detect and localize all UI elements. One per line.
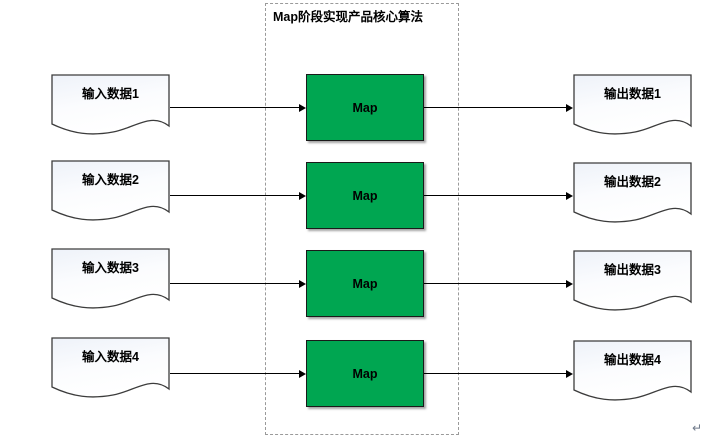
input-document-3[interactable]: 输入数据3 (51, 248, 170, 312)
arrow-head (566, 191, 573, 200)
input-document-2[interactable]: 输入数据2 (51, 160, 170, 224)
document-shape (51, 74, 170, 135)
arrow-head (566, 369, 573, 378)
output-document-3[interactable]: 输出数据3 (573, 250, 692, 314)
arrow-head (299, 191, 306, 200)
arrow-shaft (424, 283, 567, 285)
document-shape (51, 248, 170, 309)
arrow-input-1-to-map-1 (170, 103, 306, 112)
map-process-3[interactable]: Map (306, 250, 424, 317)
arrow-shaft (424, 107, 567, 109)
arrow-shaft (170, 195, 300, 197)
arrow-head (566, 103, 573, 112)
document-shape (573, 74, 692, 135)
output-document-4[interactable]: 输出数据4 (573, 340, 692, 404)
map-process-2-label: Map (352, 188, 378, 203)
document-shape (51, 160, 170, 221)
arrow-map-2-to-output-2 (424, 191, 573, 200)
output-document-2[interactable]: 输出数据2 (573, 162, 692, 226)
arrow-map-1-to-output-1 (424, 103, 573, 112)
document-shape (51, 337, 170, 398)
map-phase-container (265, 3, 459, 435)
arrow-head (299, 279, 306, 288)
map-process-1[interactable]: Map (306, 74, 424, 141)
arrow-input-3-to-map-3 (170, 279, 306, 288)
arrow-map-4-to-output-4 (424, 369, 573, 378)
arrow-shaft (170, 283, 300, 285)
map-process-4-label: Map (352, 366, 378, 381)
document-shape (573, 340, 692, 401)
map-phase-title: Map阶段实现产品核心算法 (273, 10, 424, 24)
output-document-1[interactable]: 输出数据1 (573, 74, 692, 138)
arrow-head (299, 369, 306, 378)
arrow-shaft (170, 373, 300, 375)
map-process-2[interactable]: Map (306, 162, 424, 229)
map-process-4[interactable]: Map (306, 340, 424, 407)
arrow-head (299, 103, 306, 112)
arrow-shaft (424, 195, 567, 197)
arrow-input-2-to-map-2 (170, 191, 306, 200)
map-process-3-label: Map (352, 276, 378, 291)
document-shape (573, 250, 692, 311)
input-document-1[interactable]: 输入数据1 (51, 74, 170, 138)
arrow-head (566, 279, 573, 288)
paragraph-mark-icon: ↵ (692, 421, 703, 435)
arrow-shaft (170, 107, 300, 109)
document-shape (573, 162, 692, 223)
map-process-1-label: Map (352, 100, 378, 115)
arrow-map-3-to-output-3 (424, 279, 573, 288)
input-document-4[interactable]: 输入数据4 (51, 337, 170, 401)
arrow-shaft (424, 373, 567, 375)
arrow-input-4-to-map-4 (170, 369, 306, 378)
